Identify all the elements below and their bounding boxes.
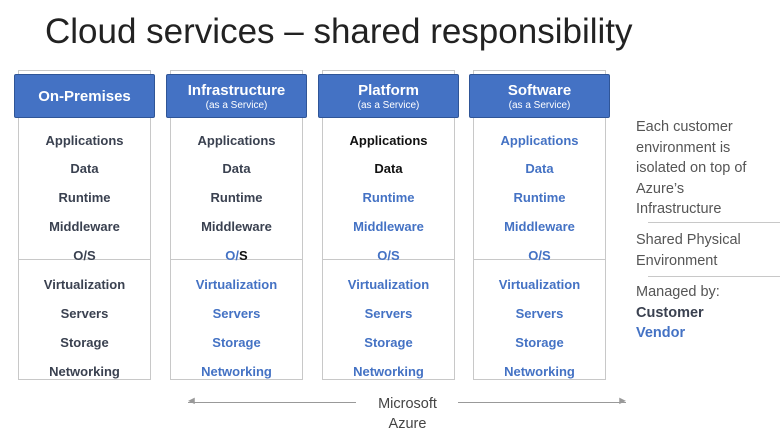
column-title: Platform — [358, 81, 419, 99]
divider — [19, 259, 150, 260]
layer-item: Networking — [201, 364, 272, 379]
column-header: Software(as a Service) — [469, 74, 610, 118]
layer-item: Networking — [504, 364, 575, 379]
divider — [171, 259, 302, 260]
layer-item: O/S — [225, 248, 248, 263]
divider — [474, 259, 605, 260]
layer-item: Servers — [212, 306, 261, 321]
divider — [323, 259, 454, 260]
layer-item: O/S — [73, 248, 96, 263]
layer-item: Servers — [60, 306, 109, 321]
layer-item: Runtime — [210, 190, 263, 205]
slide-title: Cloud services – shared responsibility — [45, 12, 633, 51]
layer-item: Networking — [49, 364, 120, 379]
layer-item: Virtualization — [498, 277, 581, 292]
layer-item: Middleware — [353, 219, 424, 234]
column-header: On-Premises — [14, 74, 155, 118]
legend-title: Managed by: — [636, 284, 720, 300]
column-infrastructure: Infrastructure(as a Service) Applications… — [166, 70, 307, 380]
layer-item: Middleware — [49, 219, 120, 234]
layer-item: O/S — [377, 248, 400, 263]
layer-item: Data — [374, 161, 403, 176]
layer-item: Servers — [364, 306, 413, 321]
layer-item: Storage — [364, 335, 413, 350]
divider — [648, 222, 780, 223]
layer-item: Middleware — [504, 219, 575, 234]
divider — [648, 276, 780, 277]
layer-item: Virtualization — [347, 277, 430, 292]
layer-item: Virtualization — [195, 277, 278, 292]
column-title: On-Premises — [38, 87, 131, 105]
layer-item: Applications — [349, 133, 428, 148]
layer-item: Data — [70, 161, 99, 176]
column-title: Software — [507, 81, 572, 99]
column-header: Platform(as a Service) — [318, 74, 459, 118]
layer-item: Applications — [45, 133, 124, 148]
shared-note: Shared Physical Environment — [636, 232, 741, 269]
layer-item: Runtime — [513, 190, 566, 205]
isolation-note: Each customer environment is isolated on… — [636, 119, 747, 217]
layer-item: Applications — [500, 133, 579, 148]
legend-customer: Customer — [636, 304, 704, 321]
microsoft-azure-label: Microsoft Azure — [378, 396, 437, 432]
layer-item: Storage — [60, 335, 109, 350]
legend-vendor: Vendor — [636, 325, 686, 341]
layer-item: Middleware — [201, 219, 272, 234]
layer-item: Applications — [197, 133, 276, 148]
layer-item: Runtime — [58, 190, 111, 205]
column-subtitle: (as a Service) — [357, 99, 420, 111]
layer-item: Storage — [515, 335, 564, 350]
right-arrow: ► — [458, 395, 628, 407]
layer-item: Data — [222, 161, 251, 176]
column-header: Infrastructure(as a Service) — [166, 74, 307, 118]
column-subtitle: (as a Service) — [205, 99, 268, 111]
layer-item: O/S — [528, 248, 551, 263]
layer-item: Servers — [515, 306, 564, 321]
layer-item: Storage — [212, 335, 261, 350]
column-subtitle: (as a Service) — [508, 99, 571, 111]
left-arrow: ◄ — [186, 395, 356, 407]
layer-item: Virtualization — [43, 277, 126, 292]
legend: Managed by: Customer Vendor — [636, 282, 720, 344]
layer-item: Runtime — [362, 190, 415, 205]
layer-item: Data — [525, 161, 554, 176]
layer-item: Networking — [353, 364, 424, 379]
column-title: Infrastructure — [187, 81, 286, 99]
